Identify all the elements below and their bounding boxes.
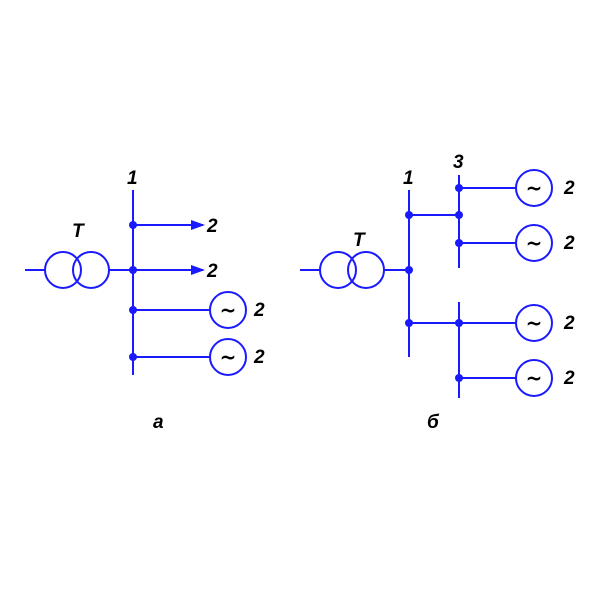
diagram-b: T 1 3 ~ ~ ~ ~ 2 2: [300, 152, 575, 433]
junction-node: [455, 319, 463, 327]
bus-label-1-b: 1: [403, 168, 414, 189]
svg-text:~: ~: [220, 345, 237, 369]
generator-icon: ~: [515, 169, 553, 207]
svg-text:~: ~: [526, 176, 543, 200]
transformer-label-b: T: [353, 230, 366, 251]
bus-label-3: 3: [453, 152, 464, 173]
junction-node: [129, 266, 137, 274]
junction-node: [405, 211, 413, 219]
junction-node: [129, 306, 137, 314]
generator-icon: ~: [209, 338, 247, 376]
generator-label: 2: [563, 178, 575, 199]
generator-icon: ~: [209, 291, 247, 329]
transformer-b-icon: [319, 251, 385, 289]
junction-node: [129, 221, 137, 229]
caption-a: а: [153, 412, 164, 433]
junction-node: [405, 266, 413, 274]
transformer-a-icon: [44, 251, 110, 289]
generator-label: 2: [563, 233, 575, 254]
generator-icon: ~: [515, 359, 553, 397]
generator-icon: ~: [515, 304, 553, 342]
junction-node: [455, 374, 463, 382]
generator-label: 2: [253, 347, 265, 368]
caption-b: б: [427, 412, 440, 433]
junction-node: [405, 319, 413, 327]
junction-node: [129, 353, 137, 361]
svg-text:~: ~: [220, 298, 237, 322]
bus-label-1-a: 1: [127, 168, 138, 189]
junction-node: [455, 239, 463, 247]
load-label: 2: [206, 216, 218, 237]
svg-text:~: ~: [526, 311, 543, 335]
generator-label: 2: [253, 300, 265, 321]
load-label: 2: [206, 261, 218, 282]
generator-label: 2: [563, 368, 575, 389]
transformer-label-a: T: [72, 221, 85, 242]
diagram-a: T 1 2 2 ~ ~ 2 2 а: [25, 168, 265, 433]
generator-label: 2: [563, 313, 575, 334]
generator-icon: ~: [515, 224, 553, 262]
junction-node: [455, 184, 463, 192]
svg-text:~: ~: [526, 231, 543, 255]
junction-node: [455, 211, 463, 219]
svg-text:~: ~: [526, 366, 543, 390]
